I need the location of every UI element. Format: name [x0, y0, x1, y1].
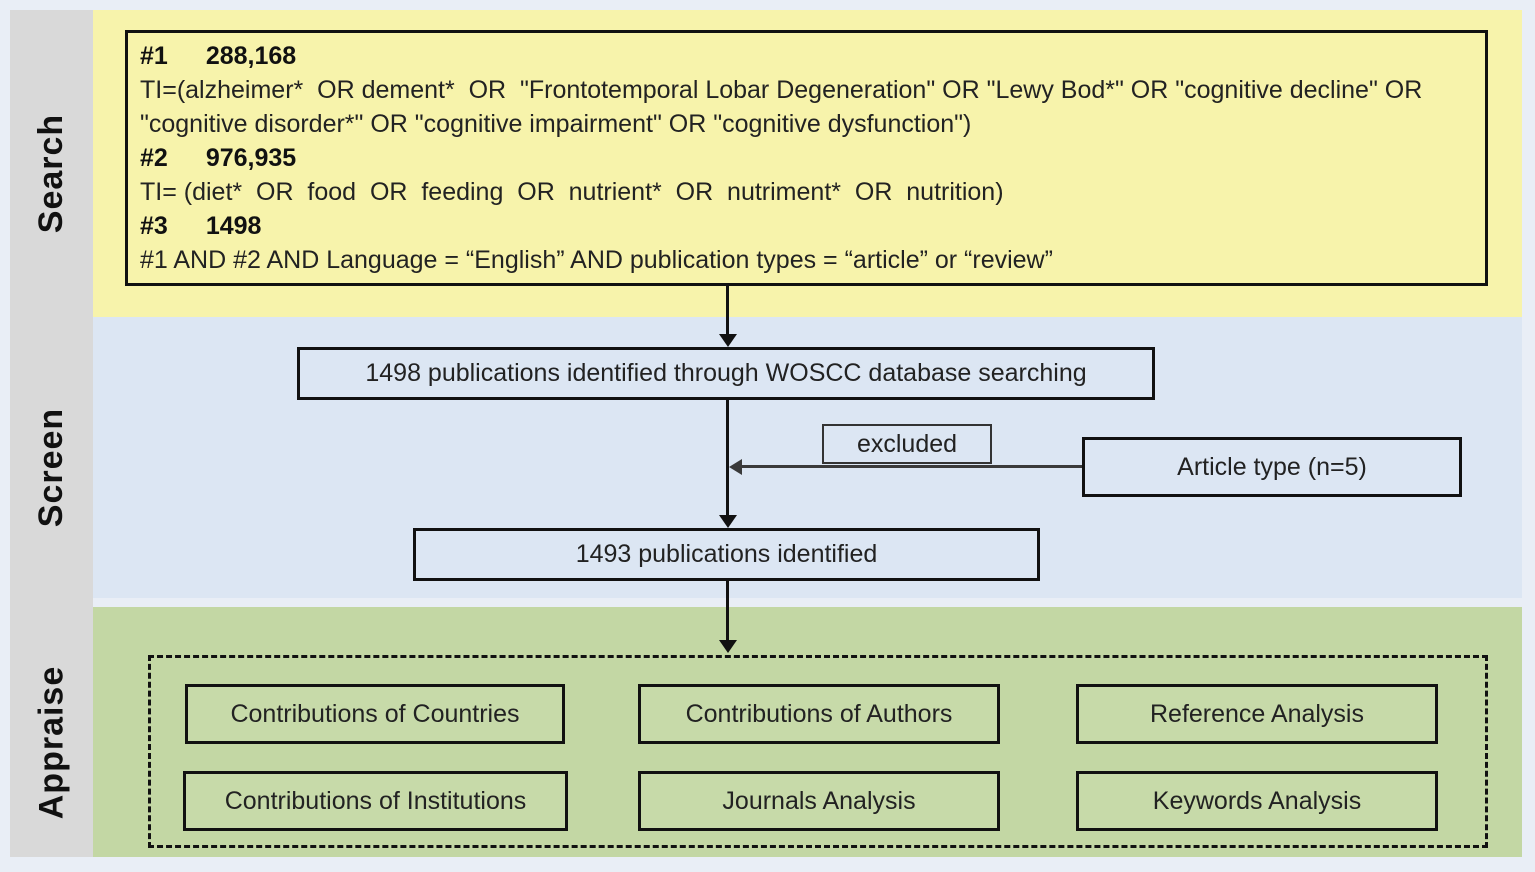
stage-label-appraise: Appraise [32, 665, 70, 819]
appraise-box-reference: Reference Analysis [1076, 684, 1438, 744]
result-publications-box: 1493 publications identified [413, 528, 1040, 581]
query-3-text: #1 AND #2 AND Language = “English” AND p… [140, 246, 1053, 274]
arrow-search-to-woscc-head [719, 334, 737, 347]
arrow-result-to-appraise-line [726, 581, 729, 640]
excluded-label-box: excluded [822, 424, 992, 464]
query-2-text: TI= (diet* OR food OR feeding OR nutrien… [140, 178, 1004, 206]
stage-label-search: Search [32, 113, 70, 234]
identified-publications-box: 1498 publications identified through WOS… [297, 347, 1155, 400]
arrow-result-to-appraise-head [719, 640, 737, 653]
arrow-woscc-to-result-line [726, 400, 729, 515]
arrow-exclusion-line [742, 465, 1082, 468]
arrow-woscc-to-result-head [719, 515, 737, 528]
arrow-exclusion-head [729, 459, 742, 475]
query-1-text: TI=(alzheimer* OR dement* OR "Frontotemp… [140, 76, 1430, 138]
stage-sidebar: Search Screen Appraise [10, 10, 93, 857]
search-band [93, 10, 1522, 317]
appraise-dashed-box [148, 655, 1488, 848]
arrow-search-to-woscc-line [726, 286, 729, 334]
appraise-box-authors: Contributions of Authors [638, 684, 1000, 744]
stage-label-screen: Screen [32, 407, 70, 528]
exclusion-reason-box: Article type (n=5) [1082, 437, 1462, 497]
appraise-box-countries: Contributions of Countries [185, 684, 565, 744]
appraise-box-keywords: Keywords Analysis [1076, 771, 1438, 831]
appraise-box-institutions: Contributions of Institutions [183, 771, 568, 831]
appraise-box-journals: Journals Analysis [638, 771, 1000, 831]
